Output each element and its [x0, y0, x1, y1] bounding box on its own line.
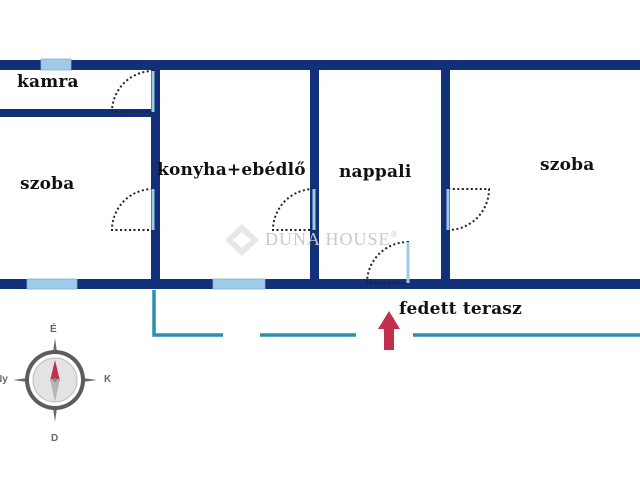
wall-kamra-bottom	[0, 109, 158, 117]
window-szoba-left	[26, 278, 78, 290]
room-label-terasz: fedett terasz	[399, 299, 522, 319]
compass-needle-north	[50, 360, 60, 381]
room-label-konyha: konyha+ebédlő	[157, 160, 306, 180]
watermark-mark: ®	[390, 229, 399, 239]
compass-north-label: É	[50, 324, 57, 335]
window-konyha	[212, 278, 266, 290]
wall-bottom	[0, 279, 640, 289]
wall-divider-1	[151, 65, 160, 285]
compass-south-label: D	[51, 433, 59, 444]
room-label-kamra: kamra	[17, 72, 79, 92]
arrow-shaft	[384, 328, 394, 350]
compass-east-label: K	[104, 374, 112, 385]
door-konyha	[271, 187, 315, 231]
door-kamra	[110, 69, 154, 113]
terrace-line-left	[152, 290, 223, 337]
room-label-szoba-right: szoba	[540, 155, 595, 175]
door-szoba-left	[110, 187, 154, 231]
entrance-arrow	[378, 311, 400, 350]
door-leaves	[151, 71, 450, 283]
window-kamra	[40, 58, 72, 71]
wall-divider-3	[441, 65, 450, 285]
watermark-logo-icon	[225, 224, 259, 256]
windows	[26, 58, 266, 290]
terrace-outline	[152, 290, 640, 337]
compass-icon	[13, 338, 97, 422]
room-label-szoba-left: szoba	[20, 174, 75, 194]
wall-top	[0, 60, 640, 70]
arrow-head	[378, 311, 400, 329]
door-nappali	[365, 240, 409, 284]
door-szoba-right	[447, 188, 491, 232]
doors	[110, 69, 491, 284]
watermark-name: DUNA HOUSE	[265, 229, 391, 249]
room-label-nappali: nappali	[339, 162, 412, 182]
walls	[0, 60, 640, 289]
compass-west-label: Ny	[0, 374, 8, 385]
wall-divider-2	[310, 65, 319, 285]
watermark-text: DUNA HOUSE®	[265, 229, 398, 250]
compass-needle-south	[50, 379, 60, 402]
